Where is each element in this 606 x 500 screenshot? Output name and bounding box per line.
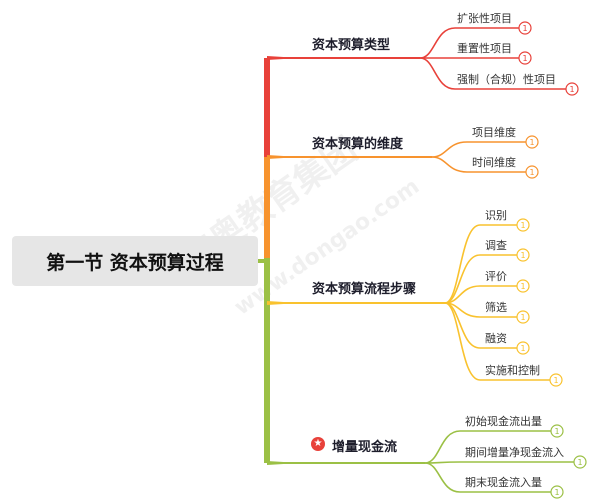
child-connector — [424, 462, 551, 493]
badge-circle — [550, 424, 564, 438]
count-badge: 1 — [520, 313, 525, 322]
count-badge: 1 — [553, 376, 558, 385]
subtopic[interactable]: 筛选 — [485, 301, 507, 314]
badge-circle — [516, 310, 530, 324]
branch-topic[interactable]: 资本预算流程步骤 — [312, 282, 417, 297]
badge-circle — [573, 455, 587, 469]
subtopic[interactable]: 扩张性项目 — [457, 12, 512, 25]
child-connector — [431, 141, 526, 158]
badge-circle — [550, 485, 564, 499]
badge-circle — [516, 279, 530, 293]
child-connector — [444, 224, 517, 304]
star-icon: ★ — [311, 437, 325, 451]
subtopic[interactable]: 实施和控制 — [485, 364, 540, 377]
count-badge: 1 — [522, 24, 527, 33]
badge-circle — [518, 51, 532, 65]
count-badge: 1 — [554, 488, 559, 497]
subtopic[interactable]: 评价 — [485, 270, 507, 283]
badge-circle — [565, 82, 579, 96]
branch-topic[interactable]: 资本预算类型 — [312, 38, 391, 53]
badge-circle — [549, 373, 563, 387]
count-badge: 1 — [529, 168, 534, 177]
badge-circle — [516, 218, 530, 232]
count-badge: 1 — [577, 458, 582, 467]
subtopic[interactable]: 重置性项目 — [457, 42, 512, 55]
child-connector — [424, 430, 551, 464]
count-badge: 1 — [520, 251, 525, 260]
badge-circle — [518, 21, 532, 35]
subtopic[interactable]: 时间维度 — [472, 156, 516, 169]
root-topic[interactable]: 第一节 资本预算过程 — [12, 236, 258, 286]
count-badge: 1 — [554, 427, 559, 436]
child-connector — [424, 461, 574, 464]
badge-circle — [516, 248, 530, 262]
branch-topic[interactable]: 资本预算的维度 — [312, 137, 404, 152]
subtopic[interactable]: 强制（合规）性项目 — [457, 73, 556, 86]
count-badge: 1 — [520, 344, 525, 353]
branch-topic[interactable]: 增量现金流 — [332, 440, 398, 455]
child-connector — [419, 57, 566, 90]
count-badge: 1 — [520, 221, 525, 230]
badge-circle — [525, 135, 539, 149]
subtopic[interactable]: 识别 — [485, 209, 507, 222]
child-connector — [444, 254, 517, 304]
badge-circle — [516, 341, 530, 355]
child-connector — [444, 285, 517, 304]
count-badge: 1 — [569, 85, 574, 94]
child-connector — [431, 156, 526, 173]
subtopic[interactable]: 期末现金流入量 — [465, 476, 542, 489]
count-badge: 1 — [520, 282, 525, 291]
count-badge: 1 — [529, 138, 534, 147]
subtopic[interactable]: 期间增量净现金流入 — [465, 446, 564, 459]
subtopic[interactable]: 调查 — [485, 239, 507, 252]
child-connector — [419, 27, 519, 59]
count-badge: 1 — [522, 54, 527, 63]
subtopic[interactable]: 初始现金流出量 — [465, 415, 542, 428]
child-connector — [444, 302, 550, 381]
subtopic[interactable]: 融资 — [485, 332, 507, 345]
badge-circle — [525, 165, 539, 179]
subtopic[interactable]: 项目维度 — [472, 126, 516, 139]
